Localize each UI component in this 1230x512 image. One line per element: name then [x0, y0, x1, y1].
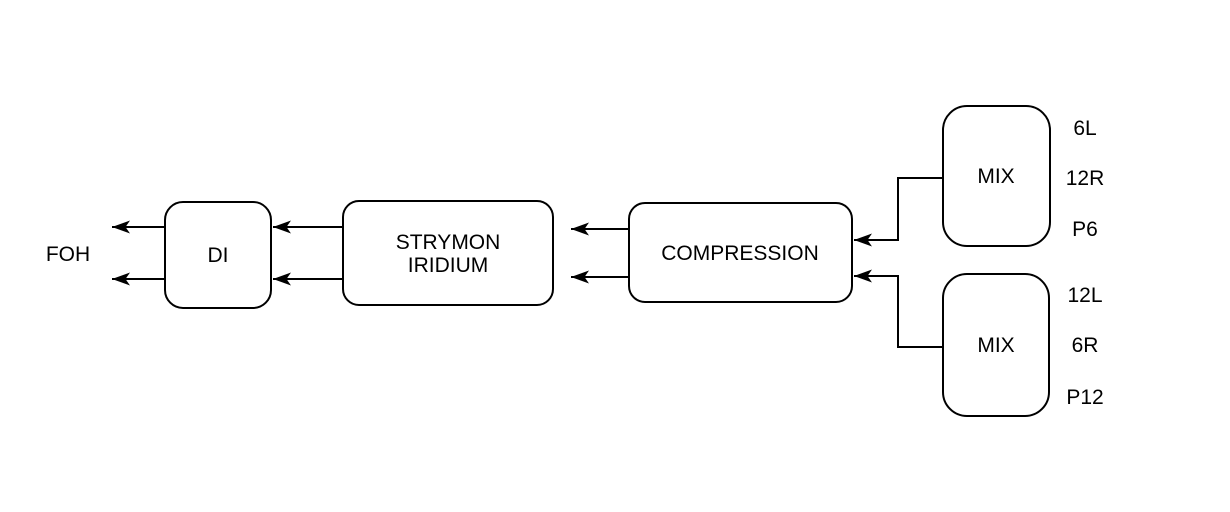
strymon-iridium-label-line1: STRYMON: [396, 231, 501, 254]
mix-bottom-output-2: 6R: [1072, 334, 1099, 357]
arrow-mix-bottom-to-compression: [854, 269, 943, 348]
di-node: DI: [164, 201, 272, 309]
strymon-iridium-box: [342, 200, 554, 306]
mix-top-label: MIX: [977, 165, 1014, 188]
strymon-iridium-node: STRYMON IRIDIUM: [342, 200, 554, 306]
mix-top-node: MIX 6L 12R P6: [942, 105, 1105, 247]
compression-label: COMPRESSION: [661, 242, 819, 265]
mix-bottom-output-3: P12: [1066, 386, 1103, 409]
foh-label: FOH: [46, 243, 90, 266]
mix-bottom-label: MIX: [977, 334, 1014, 357]
mix-top-output-3: P6: [1072, 218, 1098, 241]
di-box: [164, 201, 272, 309]
compression-box: [628, 202, 853, 303]
compression-node: COMPRESSION: [628, 202, 853, 303]
mix-bottom-box: [942, 273, 1050, 417]
mix-bottom-node: MIX 12L 6R P12: [942, 273, 1104, 417]
di-label: DI: [208, 244, 229, 267]
mix-top-output-1: 6L: [1073, 117, 1096, 140]
mix-bottom-output-1: 12L: [1067, 284, 1102, 307]
mix-top-output-2: 12R: [1066, 167, 1105, 190]
arrow-mix-top-to-compression: [854, 177, 943, 247]
mix-top-box: [942, 105, 1051, 247]
strymon-iridium-label-line2: IRIDIUM: [408, 254, 489, 277]
